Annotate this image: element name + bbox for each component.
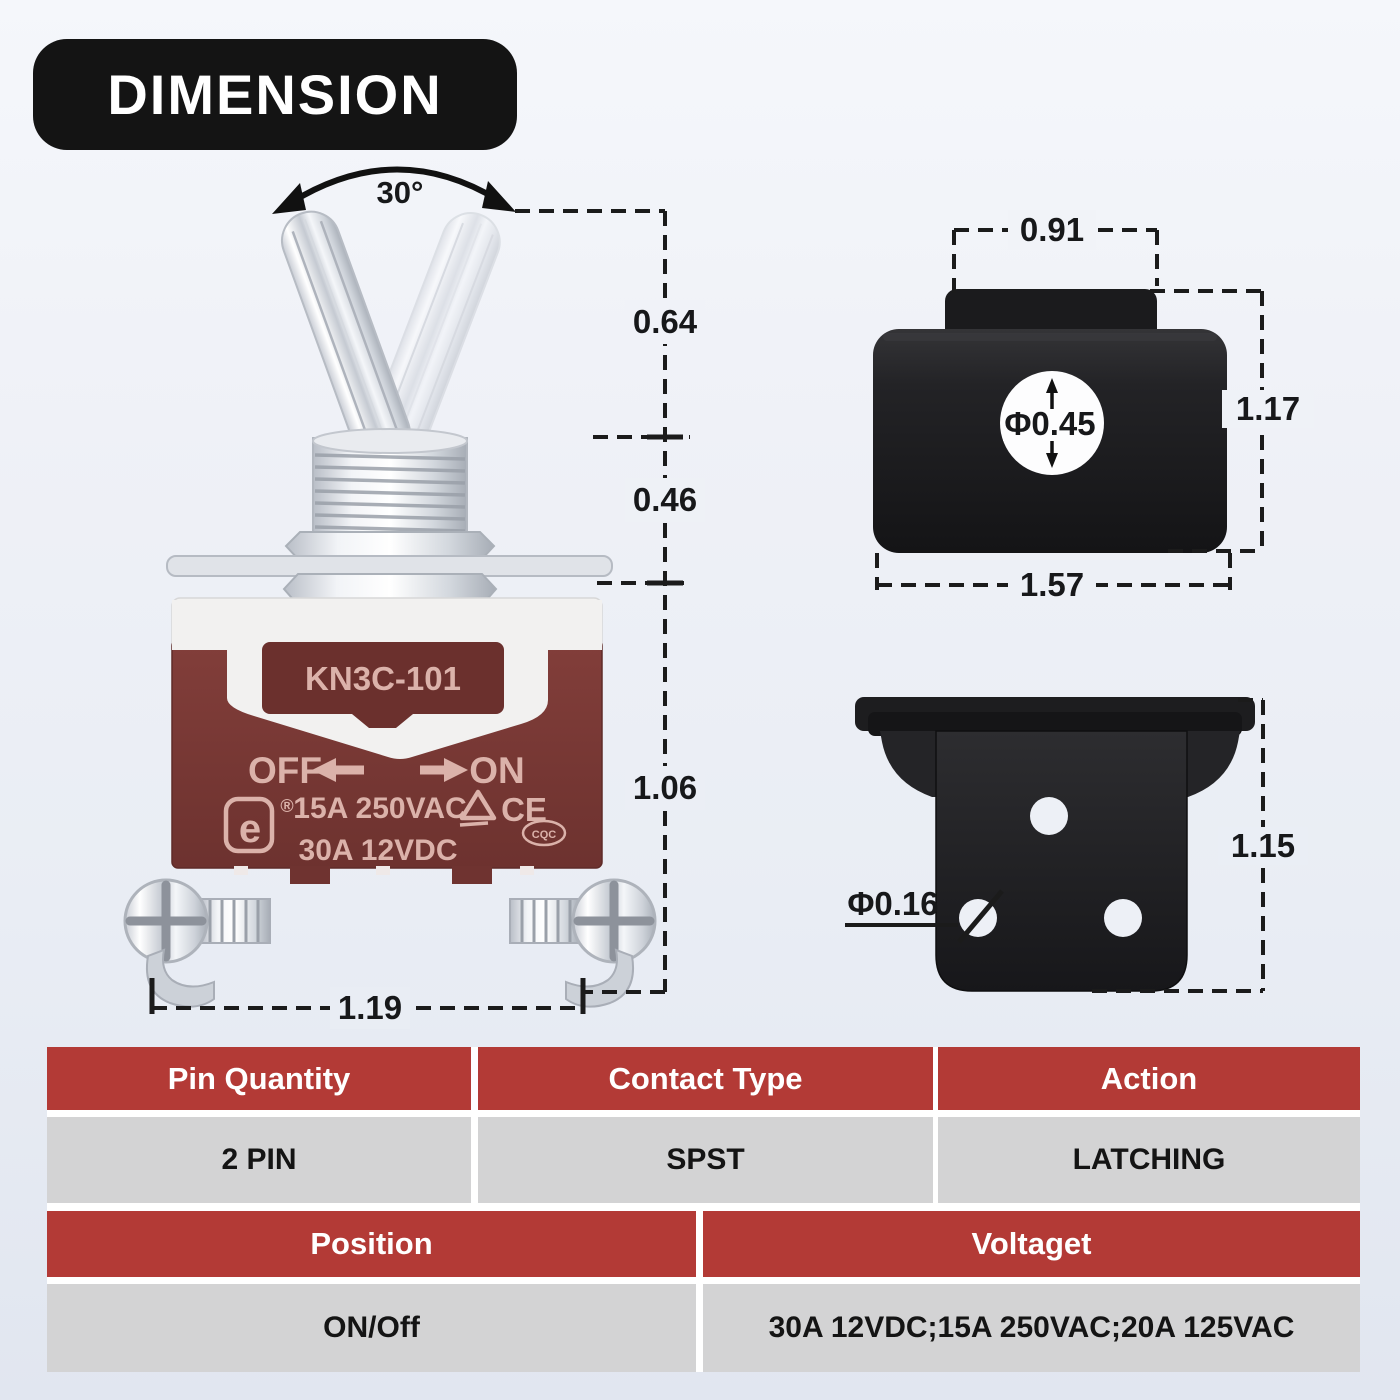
- hole-leader-slash: [957, 889, 1004, 944]
- dimension-badge: DIMENSION: [33, 39, 517, 150]
- enec-mark-icon: e: [223, 796, 275, 854]
- table-value-position: ON/Off: [47, 1284, 696, 1372]
- header-label: Pin Quantity: [167, 1060, 351, 1096]
- bracket-front-hole-top: [1030, 797, 1068, 835]
- table-value-pin-quantity: 2 PIN: [47, 1117, 471, 1203]
- dim-body-height: 1.06: [633, 769, 697, 806]
- svg-text:CQC: CQC: [532, 829, 557, 841]
- dim-front-height: 1.15: [1231, 827, 1295, 864]
- table-header-position: Position: [47, 1211, 696, 1277]
- header-label: Voltaget: [971, 1226, 1092, 1261]
- swing-angle-arc: [272, 166, 516, 214]
- cqc-mark-icon: CQC: [521, 819, 567, 847]
- triangle-cert-icon: [459, 789, 497, 827]
- dim-front-hole: Φ0.16: [847, 885, 938, 922]
- on-label: ON: [469, 750, 525, 791]
- value-label: 2 PIN: [221, 1143, 297, 1176]
- arc-arrowhead-right: [482, 181, 516, 212]
- table-value-voltage: 30A 12VDC;15A 250VAC;20A 125VAC: [703, 1284, 1360, 1372]
- bracket-front-hole-right: [1104, 899, 1142, 937]
- terminal-screw-left: [123, 878, 271, 1008]
- header-label: Position: [310, 1226, 433, 1261]
- angle-label: 30°: [377, 175, 424, 210]
- value-label: ON/Off: [323, 1311, 420, 1344]
- dim-bracket-width: 1.57: [1020, 566, 1084, 603]
- table-header-pin-quantity: Pin Quantity: [47, 1047, 471, 1110]
- dim-tab-width: 0.91: [1020, 211, 1084, 248]
- model-label: KN3C-101: [305, 660, 461, 697]
- off-arrow-icon: [312, 758, 364, 782]
- header-label: Action: [1100, 1060, 1198, 1096]
- value-label: 30A 12VDC;15A 250VAC;20A 125VAC: [768, 1311, 1295, 1344]
- bracket-front-dimension-labels: Φ0.16 1.15: [847, 827, 1308, 922]
- rating-line1: 15A 250VAC: [293, 792, 466, 825]
- dimension-badge-label: DIMENSION: [107, 63, 443, 126]
- table-header-action: Action: [938, 1047, 1360, 1110]
- toggle-switch-illustration: 30°: [123, 166, 657, 1008]
- off-label: OFF: [248, 750, 322, 791]
- table-header-contact-type: Contact Type: [478, 1047, 933, 1110]
- dim-top-hole: Φ0.45: [1004, 405, 1095, 442]
- arc-arrowhead-left: [272, 183, 306, 214]
- switch-dimension-labels: 0.64 0.46 1.06 1.19: [330, 300, 705, 1029]
- model-label-panel: [262, 642, 504, 714]
- dim-lever-height: 0.64: [633, 303, 698, 340]
- bracket-front-view: [855, 697, 1255, 992]
- bracket-top-dimension-labels: 0.91 1.17 1.57: [1008, 210, 1314, 604]
- bracket-top-view: Φ0.45: [873, 289, 1227, 553]
- dim-body-width: 1.19: [338, 989, 402, 1026]
- terminal-screws: [123, 866, 657, 1008]
- svg-text:e: e: [239, 807, 261, 851]
- rating-line2: 30A 12VDC: [299, 834, 458, 867]
- dim-bracket-height: 1.17: [1236, 390, 1300, 427]
- switch-body: KN3C-101 OFF ON 15A 250VAC 30A 12VDC: [171, 597, 603, 869]
- table-value-action: LATCHING: [938, 1117, 1360, 1203]
- header-label: Contact Type: [608, 1060, 803, 1096]
- value-label: LATCHING: [1072, 1143, 1226, 1176]
- table-header-voltage: Voltaget: [703, 1211, 1360, 1277]
- on-arrow-icon: [420, 758, 468, 782]
- threaded-bushing: [312, 428, 468, 541]
- table-value-contact-type: SPST: [478, 1117, 933, 1203]
- value-label: SPST: [666, 1143, 745, 1176]
- dim-bushing-height: 0.46: [633, 481, 697, 518]
- registered-mark: ®: [280, 796, 293, 816]
